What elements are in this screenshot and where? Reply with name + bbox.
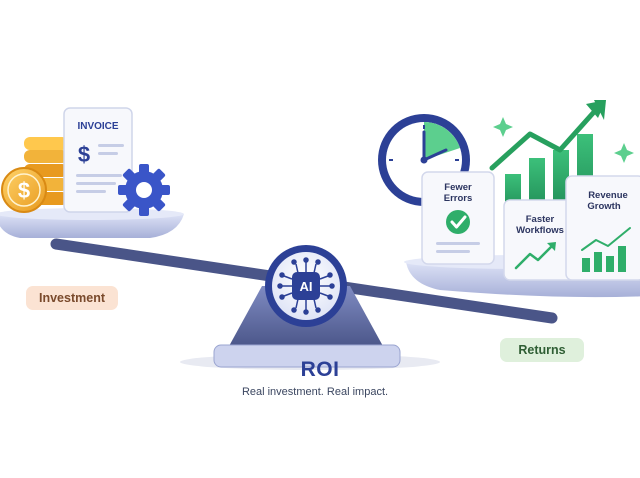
roi-tagline: Real investment. Real impact.: [241, 386, 389, 398]
invoice-dollar-sign: $: [78, 142, 90, 167]
left-pan: [0, 208, 184, 238]
coin-stack-icon: $: [1, 137, 68, 213]
trend-arrow-icon: [489, 100, 606, 171]
ai-badge-label: AI: [300, 279, 313, 294]
invoice-title: INVOICE: [77, 121, 118, 132]
card-workflows-line1: Faster: [526, 214, 555, 225]
workflow-arrow-icon: [514, 242, 556, 270]
sparkle-icon: [614, 143, 634, 163]
card-workflows-line2: Workflows: [516, 225, 564, 236]
card-revenue-line2: Growth: [587, 201, 620, 212]
returns-label: Returns: [500, 338, 584, 362]
investment-label: Investment: [26, 286, 118, 310]
sparkle-icon: [493, 117, 513, 137]
roi-title: ROI: [300, 358, 340, 381]
invoice-icon: INVOICE $: [63, 107, 133, 213]
card-faster-workflows: Faster Workflows: [503, 199, 577, 281]
card-fewer-errors: Fewer Errors: [421, 171, 495, 265]
gear-icon: [118, 164, 170, 216]
card-revenue-growth: Revenue Growth: [565, 175, 640, 281]
coin-dollar-sign: $: [18, 178, 30, 203]
ai-chip-icon: [277, 257, 335, 315]
card-errors-line2: Errors: [444, 193, 473, 204]
fulcrum-plinth: [213, 344, 401, 368]
ai-badge: AI: [265, 245, 347, 327]
mini-bar-chart-icon: [581, 227, 631, 272]
clock-icon: [378, 114, 470, 206]
check-icon: [446, 210, 470, 234]
card-errors-line1: Fewer: [444, 182, 472, 193]
card-revenue-line1: Revenue: [588, 190, 628, 201]
